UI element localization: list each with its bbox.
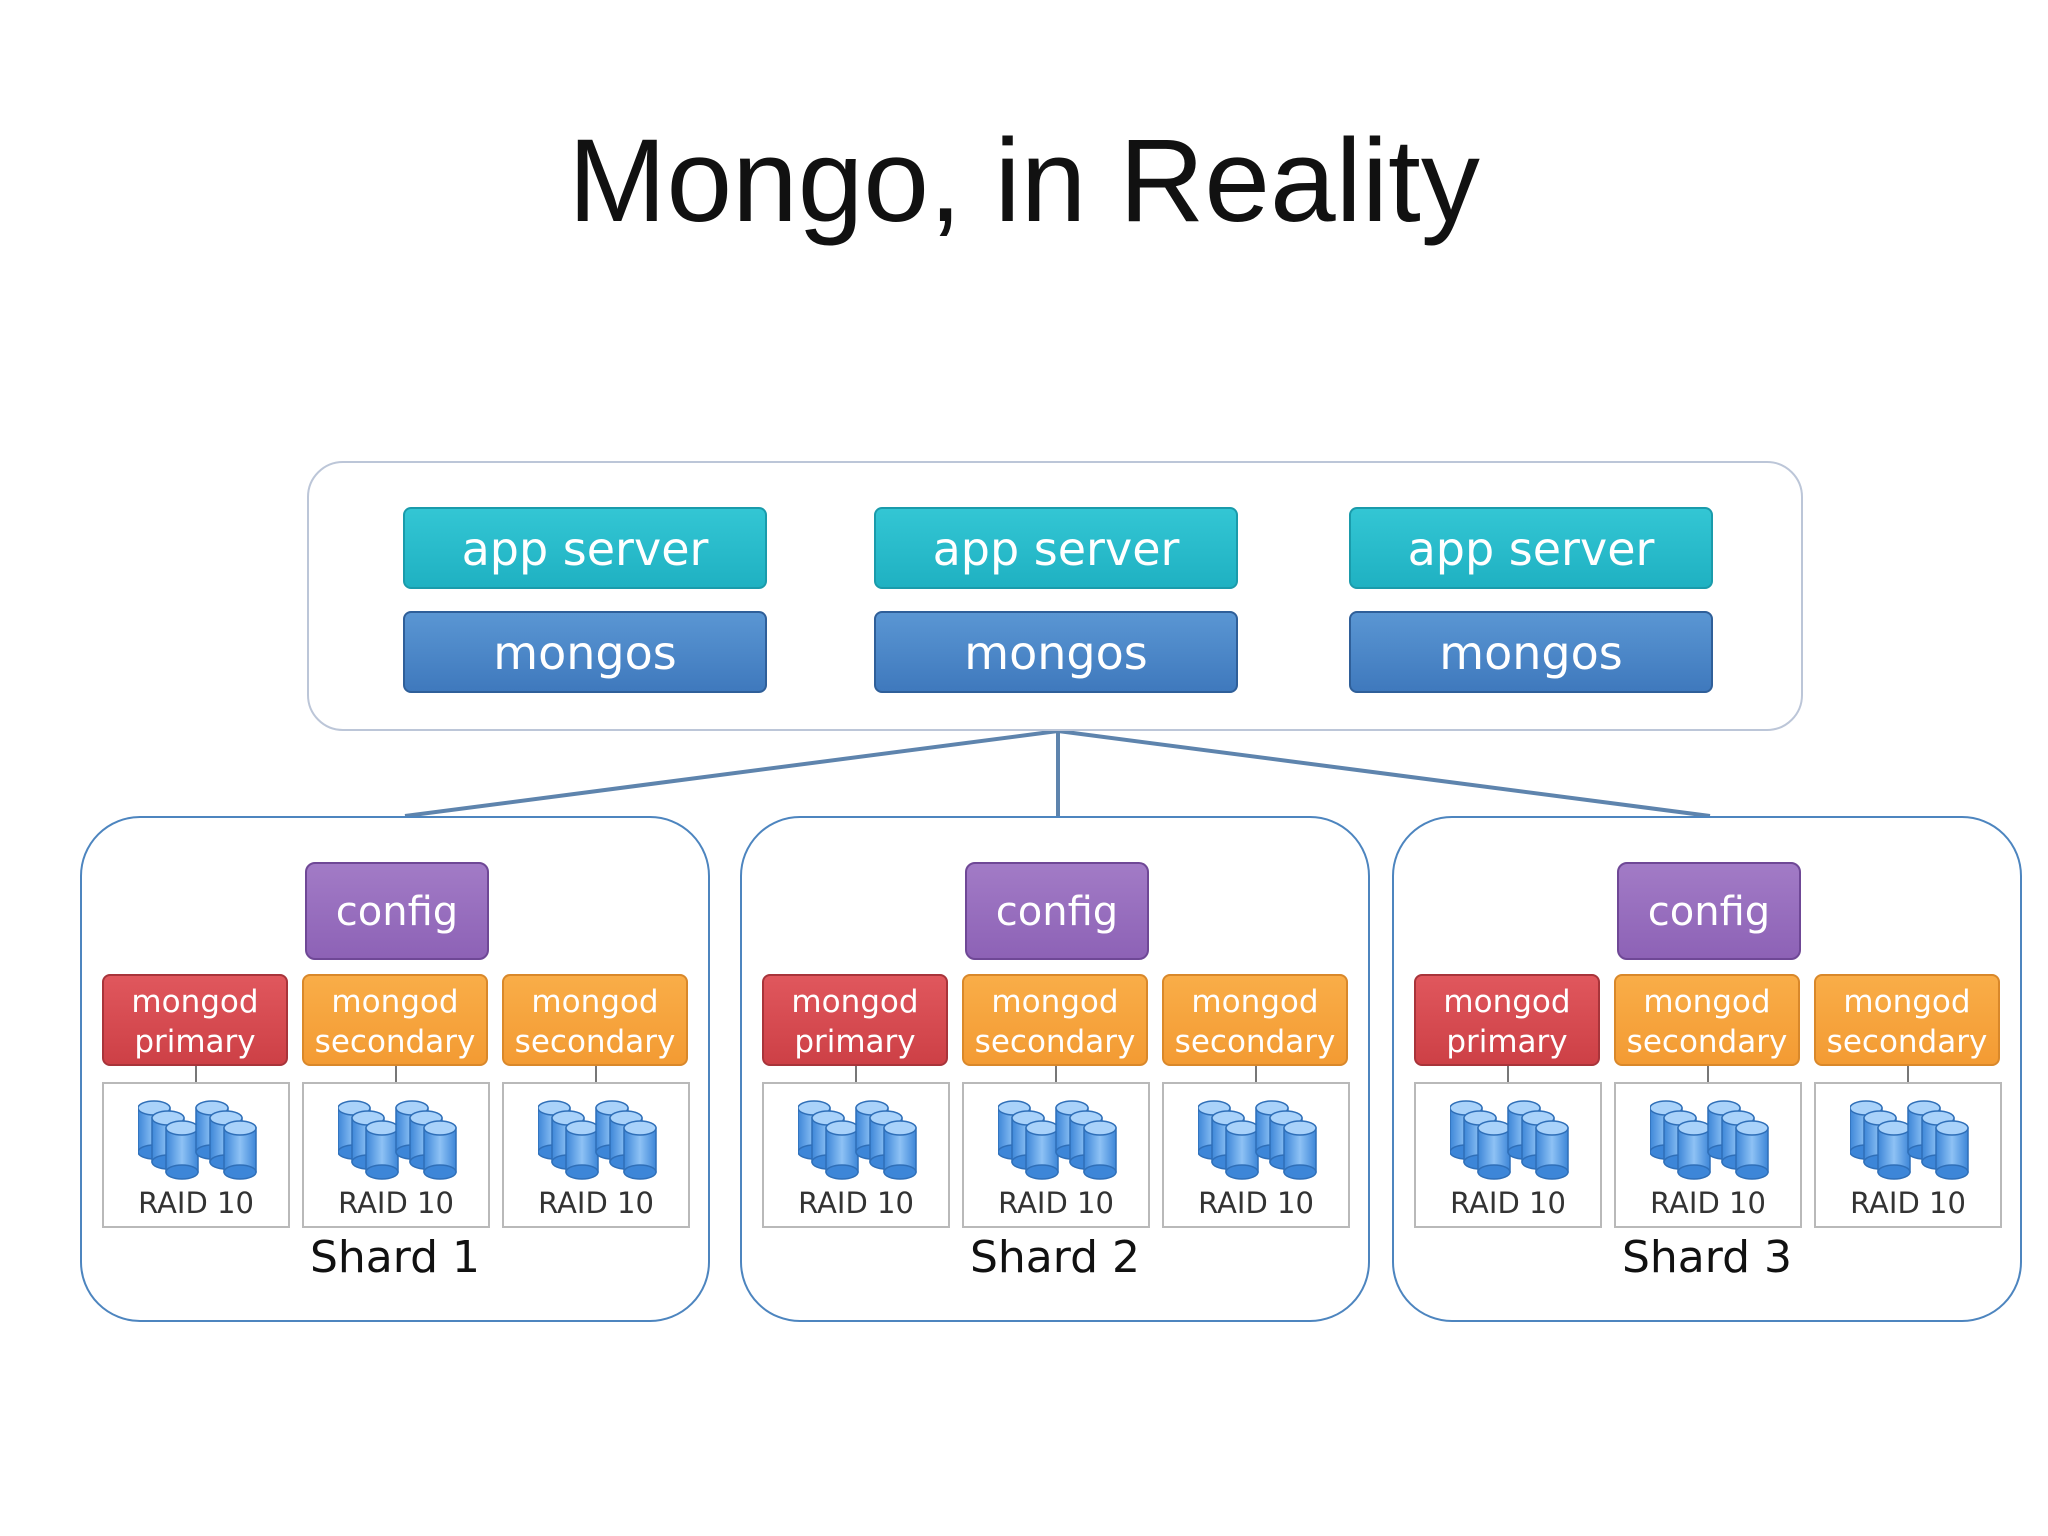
mongod-label: mongod — [531, 984, 659, 1020]
storage-box: RAID 10 — [1414, 1082, 1602, 1228]
mongod-role-label: secondary — [974, 1024, 1136, 1060]
mongod-secondary-box: mongod secondary — [1614, 974, 1800, 1066]
mongod-role-label: primary — [134, 1024, 256, 1060]
app-server-tier: app server mongos app server mongos app … — [307, 461, 1803, 731]
raid-label: RAID 10 — [798, 1186, 914, 1220]
app-stack-2: app server mongos — [874, 507, 1238, 693]
app-server-box: app server — [1349, 507, 1713, 589]
mongos-box: mongos — [403, 611, 767, 693]
mongod-label: mongod — [1643, 984, 1771, 1020]
database-cylinders-icon — [537, 1100, 657, 1180]
mongod-primary-box: mongod primary — [102, 974, 288, 1066]
database-cylinders-icon — [137, 1100, 258, 1184]
mongod-primary-box: mongod primary — [1414, 974, 1600, 1066]
database-cylinders-icon — [997, 1100, 1117, 1180]
database-cylinders-icon — [1649, 1100, 1769, 1180]
mongod-role-label: secondary — [1826, 1024, 1988, 1060]
storage-box: RAID 10 — [962, 1082, 1150, 1228]
shard-label: Shard 2 — [969, 1232, 1140, 1283]
storage-box: RAID 10 — [1162, 1082, 1350, 1228]
database-cylinders-icon — [1649, 1100, 1770, 1184]
storage-box: RAID 10 — [302, 1082, 490, 1228]
mongod-label: mongod — [1191, 984, 1319, 1020]
connector-to-shard-3 — [1057, 729, 1711, 818]
storage-box: RAID 10 — [1814, 1082, 2002, 1228]
raid-label: RAID 10 — [538, 1186, 654, 1220]
storage-link — [195, 1066, 197, 1082]
mongod-role-label: secondary — [514, 1024, 676, 1060]
database-cylinders-icon — [337, 1100, 458, 1184]
raid-label: RAID 10 — [338, 1186, 454, 1220]
mongod-label: mongod — [991, 984, 1119, 1020]
database-cylinders-icon — [137, 1100, 257, 1180]
mongod-role-label: secondary — [1626, 1024, 1788, 1060]
storage-box: RAID 10 — [762, 1082, 950, 1228]
mongod-label: mongod — [1443, 984, 1571, 1020]
shard-label: Shard 1 — [309, 1232, 480, 1283]
mongod-role-label: secondary — [314, 1024, 476, 1060]
mongos-box: mongos — [874, 611, 1238, 693]
database-cylinders-icon — [997, 1100, 1118, 1184]
storage-box: RAID 10 — [102, 1082, 290, 1228]
mongod-secondary-box: mongod secondary — [1162, 974, 1348, 1066]
raid-label: RAID 10 — [1198, 1186, 1314, 1220]
storage-link — [1707, 1066, 1709, 1082]
app-stack-3: app server mongos — [1349, 507, 1713, 693]
connector-to-shard-1 — [404, 729, 1059, 818]
storage-link — [855, 1066, 857, 1082]
raid-label: RAID 10 — [1450, 1186, 1566, 1220]
storage-box: RAID 10 — [1614, 1082, 1802, 1228]
config-server-box: config — [965, 862, 1149, 960]
shard-label: Shard 3 — [1621, 1232, 1792, 1283]
database-cylinders-icon — [797, 1100, 917, 1180]
database-cylinders-icon — [1449, 1100, 1570, 1184]
mongod-secondary-box: mongod secondary — [1814, 974, 2000, 1066]
storage-link — [395, 1066, 397, 1082]
mongod-label: mongod — [131, 984, 259, 1020]
database-cylinders-icon — [1849, 1100, 1969, 1180]
raid-label: RAID 10 — [1850, 1186, 1966, 1220]
mongod-role-label: primary — [1446, 1024, 1568, 1060]
mongod-primary-box: mongod primary — [762, 974, 948, 1066]
app-server-box: app server — [874, 507, 1238, 589]
raid-label: RAID 10 — [998, 1186, 1114, 1220]
storage-link — [1907, 1066, 1909, 1082]
storage-link — [1507, 1066, 1509, 1082]
database-cylinders-icon — [1197, 1100, 1318, 1184]
mongod-secondary-box: mongod secondary — [502, 974, 688, 1066]
app-server-box: app server — [403, 507, 767, 589]
raid-label: RAID 10 — [1650, 1186, 1766, 1220]
app-stack-1: app server mongos — [403, 507, 767, 693]
slide-title: Mongo, in Reality — [568, 115, 1480, 247]
mongos-box: mongos — [1349, 611, 1713, 693]
database-cylinders-icon — [1197, 1100, 1317, 1180]
mongod-label: mongod — [791, 984, 919, 1020]
config-server-box: config — [1617, 862, 1801, 960]
database-cylinders-icon — [797, 1100, 918, 1184]
mongod-role-label: primary — [794, 1024, 916, 1060]
mongod-role-label: secondary — [1174, 1024, 1336, 1060]
database-cylinders-icon — [537, 1100, 658, 1184]
mongod-secondary-box: mongod secondary — [302, 974, 488, 1066]
mongod-label: mongod — [331, 984, 459, 1020]
mongod-secondary-box: mongod secondary — [962, 974, 1148, 1066]
storage-link — [1055, 1066, 1057, 1082]
storage-link — [595, 1066, 597, 1082]
storage-box: RAID 10 — [502, 1082, 690, 1228]
mongod-label: mongod — [1843, 984, 1971, 1020]
config-server-box: config — [305, 862, 489, 960]
database-cylinders-icon — [337, 1100, 457, 1180]
database-cylinders-icon — [1449, 1100, 1569, 1180]
database-cylinders-icon — [1849, 1100, 1970, 1184]
storage-link — [1255, 1066, 1257, 1082]
raid-label: RAID 10 — [138, 1186, 254, 1220]
